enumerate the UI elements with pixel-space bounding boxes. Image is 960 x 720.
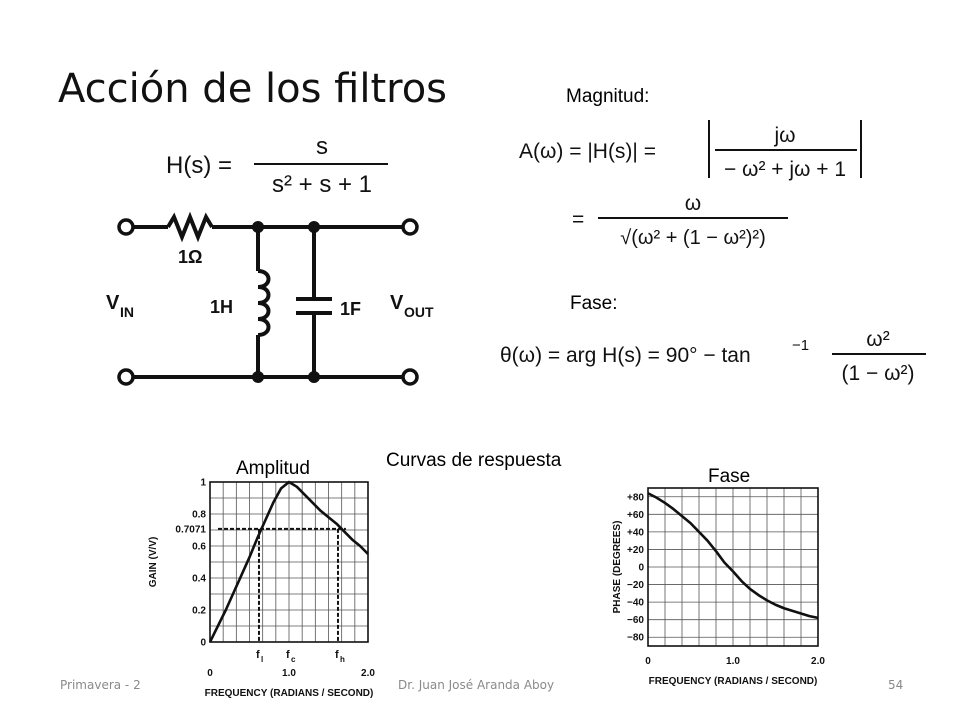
x-tick-label: 1.0 (282, 668, 296, 679)
footer-author: Dr. Juan José Aranda Aboy (398, 678, 555, 692)
junction-dot (252, 221, 264, 233)
phase-numerator: ω² (866, 328, 889, 351)
y-tick-label: −60 (627, 615, 644, 626)
inductor-label: 1H (210, 297, 233, 317)
transfer-function-equation: H(s) = s s² + s + 1 (166, 133, 388, 198)
x-axis-label: FREQUENCY (RADIANS / SECOND) (205, 688, 374, 699)
y-tick-label: +40 (627, 527, 644, 538)
frequency-marker-label: f (286, 649, 290, 661)
terminal-in-bottom (117, 368, 135, 386)
y-tick-label: −80 (627, 633, 644, 644)
terminal-in-top (117, 218, 135, 236)
vout-label: V (390, 292, 404, 314)
phase-lhs: θ(ω) = arg H(s) = 90° − tan (500, 344, 751, 367)
phase-superscript: −1 (792, 337, 809, 354)
vin-label: V (106, 292, 120, 314)
magnitude-label: Magnitud: (566, 86, 650, 107)
page-title: Acción de los filtros (58, 66, 448, 112)
vout-subscript: OUT (404, 304, 434, 320)
phase-plot-label: Fase (708, 466, 751, 487)
resistor-symbol (166, 211, 214, 243)
transfer-lhs: H(s) = (166, 152, 232, 179)
magnitude-numerator: jω (773, 124, 795, 147)
response-curve (208, 480, 369, 643)
y-axis-label: PHASE (DEGREES) (612, 521, 623, 614)
frequency-marker-subscript: c (291, 655, 296, 664)
y-tick-label: 0.6 (192, 542, 206, 553)
y-tick-label: +80 (627, 492, 644, 503)
frequency-marker-subscript: l (261, 655, 263, 664)
amplitude-plot-label: Amplitud (236, 458, 310, 479)
plot-frame (647, 487, 819, 647)
magnitude-lhs: A(ω) = |H(s)| = (519, 140, 656, 163)
junction-dot (308, 371, 320, 383)
phase-label: Fase: (570, 293, 618, 314)
frequency-marker-label: f (256, 649, 260, 661)
terminal-out-top (401, 218, 419, 236)
response-curve (647, 492, 819, 620)
phase-response-chart: +80 +60 +40 +20 0 −20 −40 −60 −80 0 1.0 2.0FREQUENC… (612, 487, 825, 687)
inductor-symbol (257, 269, 271, 337)
magnitude2-denominator: √(ω² + (1 − ω²)²) (620, 227, 766, 249)
magnitude-equation: A(ω) = |H(s)| = jω − ω² + jω + 1 (519, 120, 862, 181)
x-axis-label: FREQUENCY (RADIANS / SECOND) (649, 676, 818, 687)
junction-dot (252, 371, 264, 383)
rlc-circuit-diagram: 1Ω 1H 1F V IN V OUT (106, 211, 434, 386)
y-tick-label: +20 (627, 545, 644, 556)
y-tick-label: 1 (200, 478, 206, 489)
y-tick-label: 0.2 (192, 606, 206, 617)
y-tick-label: 0.4 (192, 574, 206, 585)
magnitude-denominator: − ω² + jω + 1 (724, 158, 846, 181)
x-tick-label: 2.0 (361, 668, 375, 679)
resistor-label: 1Ω (178, 247, 202, 267)
vin-subscript: IN (120, 304, 134, 320)
y-tick-label: +60 (627, 510, 644, 521)
y-tick-label: 0 (200, 638, 206, 649)
frequency-marker-label: f (335, 649, 339, 661)
phase-equation: θ(ω) = arg H(s) = 90° − tan −1 ω² (1 − ω… (500, 328, 926, 385)
footer-left-text: Primavera - 2 (60, 678, 141, 692)
magnitude-equation-simplified: = ω √(ω² + (1 − ω²)²) (572, 192, 788, 249)
y-axis-label: GAIN (V/V) (148, 537, 159, 588)
transfer-numerator: s (316, 133, 328, 160)
y-tick-label: 0.8 (192, 510, 206, 521)
y-tick-label: −20 (627, 580, 644, 591)
page-number: 54 (888, 678, 904, 692)
y-tick-label: 0.7071 (175, 524, 206, 535)
y-tick-label: −40 (627, 598, 644, 609)
magnitude2-numerator: ω (685, 192, 701, 215)
phase-denominator: (1 − ω²) (842, 362, 915, 385)
x-tick-label: 0 (207, 668, 213, 679)
terminal-out-bottom (401, 368, 419, 386)
response-curves-label: Curvas de respuesta (386, 450, 562, 471)
frequency-marker-subscript: h (340, 655, 345, 664)
transfer-denominator: s² + s + 1 (272, 171, 372, 198)
x-tick-label: 0 (645, 656, 651, 667)
y-tick-label: 0 (638, 563, 644, 574)
x-tick-label: 2.0 (811, 656, 825, 667)
junction-dot (308, 221, 320, 233)
capacitor-label: 1F (340, 299, 361, 319)
equals-sign: = (572, 208, 584, 231)
x-tick-label: 1.0 (726, 656, 740, 667)
